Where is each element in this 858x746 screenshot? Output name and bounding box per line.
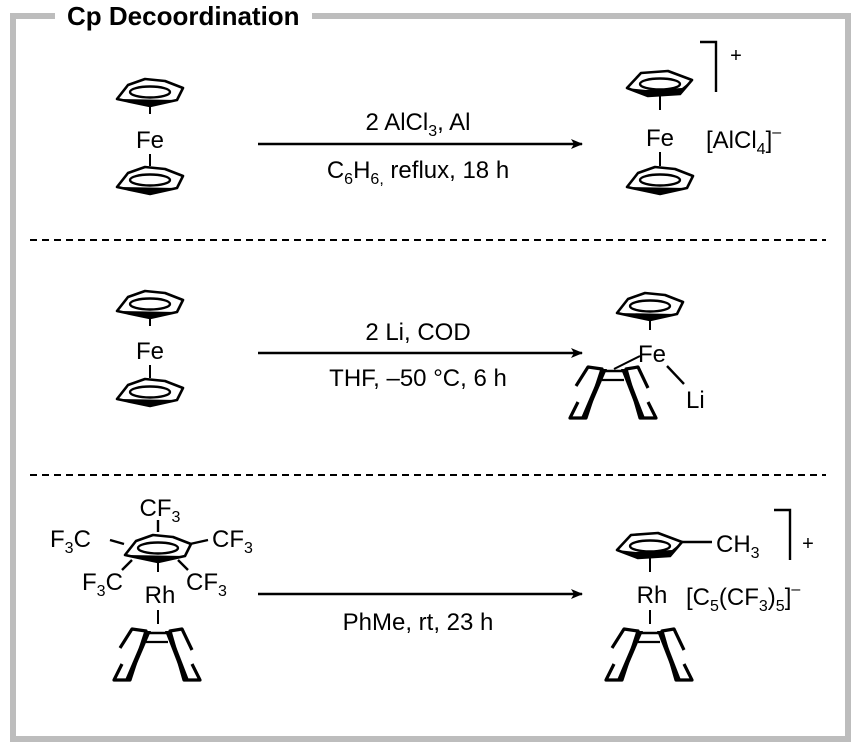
reactant-3-cf3-lower-right: CF3 (186, 569, 227, 600)
scheme-frame (10, 13, 851, 742)
reactant-3-cf3-left: F3C (50, 526, 91, 557)
reactant-3-cf3-top: CF3 (140, 495, 181, 526)
scheme-title: Cp Decoordination (55, 2, 312, 30)
reaction-2-conditions-below: THF, –50 °C, 6 h (329, 365, 507, 392)
product-3-arene-complex: CH3 + Rh [C5(CF3)5]– (604, 508, 814, 682)
reaction-3-conditions-below: PhMe, rt, 23 h (343, 609, 494, 636)
reactant-3-rh-complex: CF3 F3C CF3 F3C CF3 Rh (50, 495, 253, 682)
product-2-ligand: Li (686, 387, 705, 414)
product-2-cod-complex: Fe Li (568, 291, 705, 420)
reactant-3-cf3-right: CF3 (212, 526, 253, 557)
reactant-2-metal: Fe (136, 338, 164, 365)
product-2-metal: Fe (638, 341, 666, 368)
reactant-1-metal: Fe (136, 127, 164, 154)
reactant-2-ferrocene: Fe (115, 289, 185, 408)
product-3-counterion: [C5(CF3)5]– (686, 581, 800, 615)
product-1-metal: Fe (646, 125, 674, 152)
product-3-charge: + (802, 533, 814, 555)
product-1-bracket (700, 40, 718, 92)
reaction-2-conditions-above: 2 Li, COD (365, 319, 470, 346)
product-1-counterion: [AlCl4]– (706, 124, 781, 158)
reactant-1-ferrocene: Fe (115, 77, 185, 196)
product-1-arene-complex: Fe + [AlCl4]– (625, 40, 781, 196)
reactant-3-metal: Rh (145, 582, 176, 609)
product-3-metal: Rh (637, 582, 668, 609)
reaction-1-conditions-above: 2 AlCl3, Al (366, 109, 471, 140)
product-3-bracket (774, 508, 792, 560)
reaction-1-conditions-below: C6H6, reflux, 18 h (327, 157, 509, 188)
reactant-3-cf3-lower-left: F3C (82, 569, 123, 600)
product-3-methyl: CH3 (716, 531, 760, 562)
product-1-charge: + (730, 45, 742, 67)
